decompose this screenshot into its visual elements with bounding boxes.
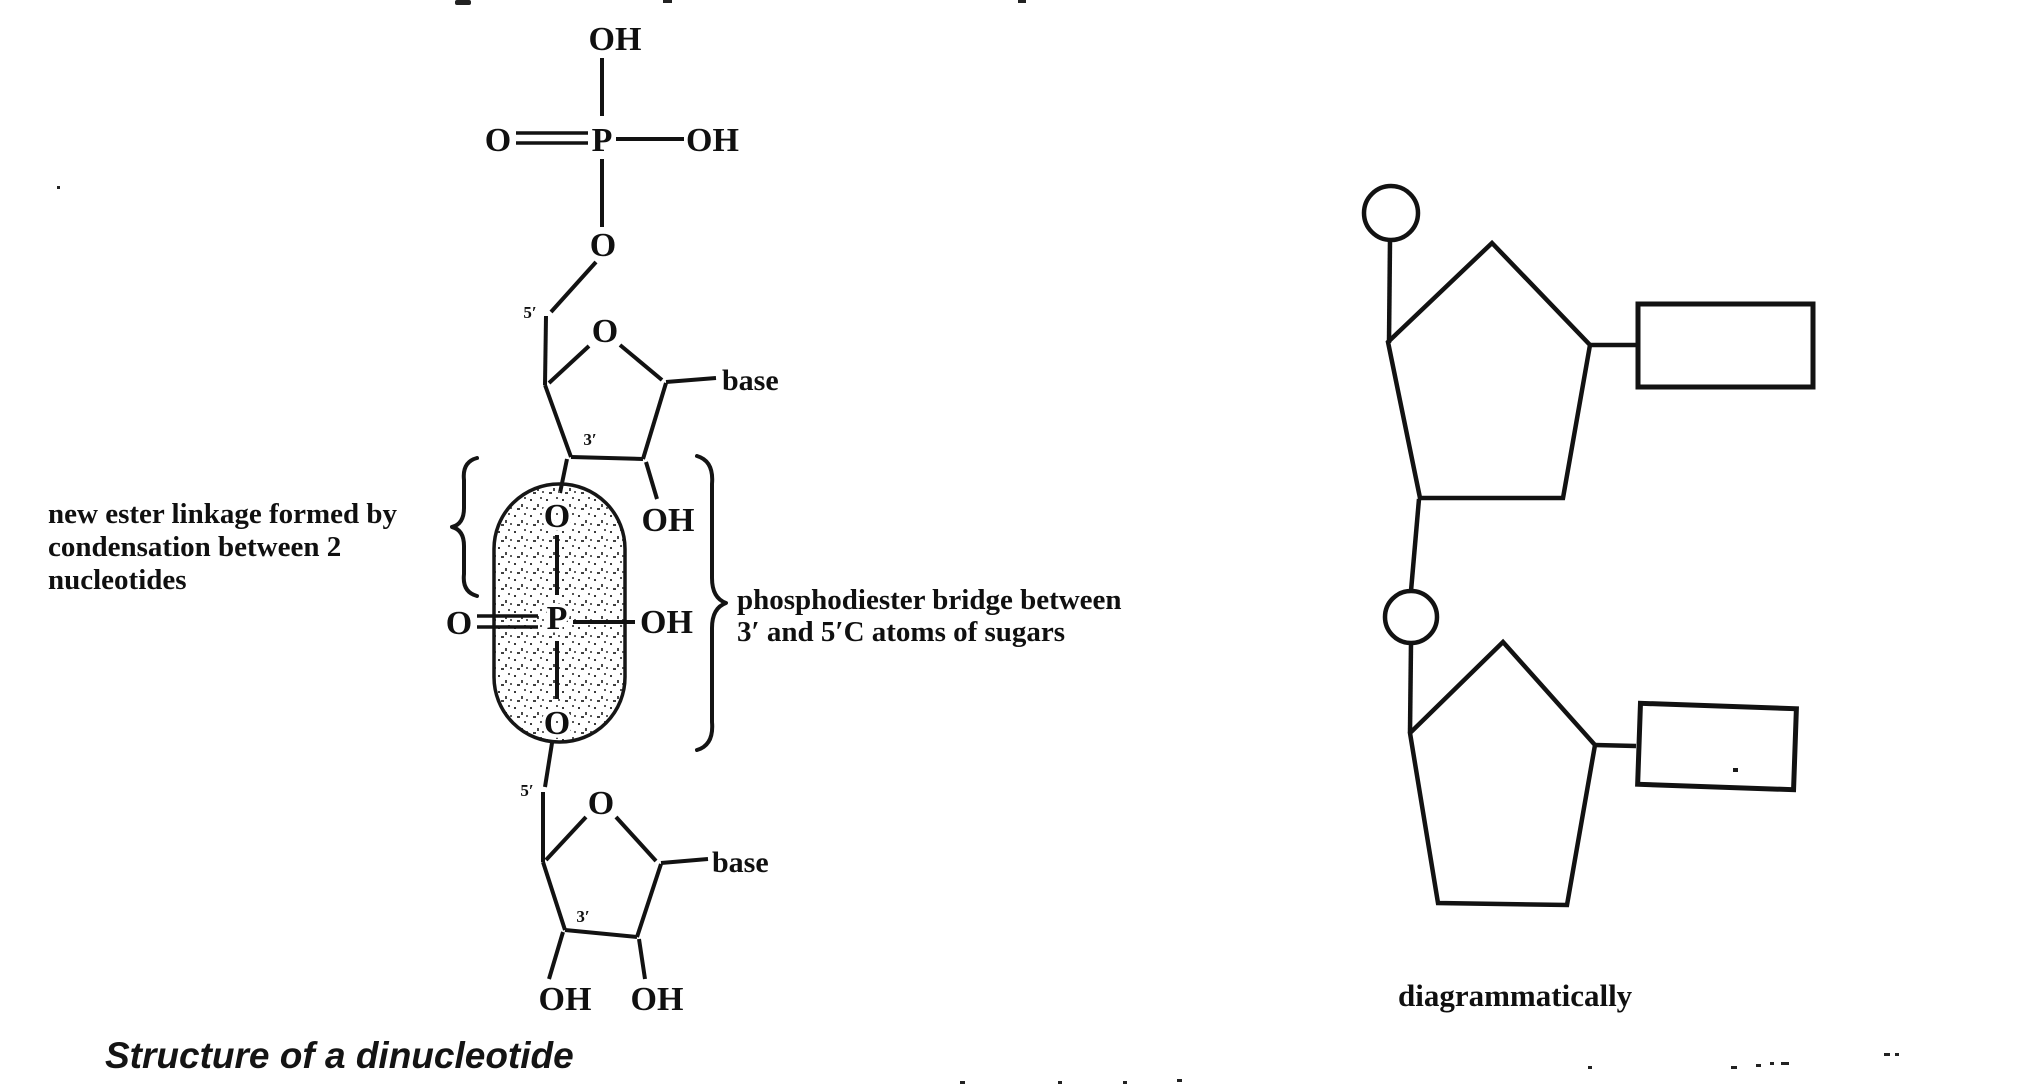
atom-label-o-left: O (485, 122, 511, 159)
atom-label-p: P (592, 122, 613, 159)
atom-label-oh-right: OH (631, 981, 684, 1018)
ink-speck (1884, 1053, 1890, 1056)
ring-bond (614, 815, 658, 863)
annotation-line: new ester linkage formed by (48, 498, 398, 530)
carbon-3-label: 3′ (576, 907, 589, 926)
ring-bond (547, 344, 591, 385)
atom-label-oh: OH (642, 502, 695, 539)
carbon-5-label: 5′ (520, 781, 533, 800)
phosphate-circle (1361, 183, 1421, 243)
phosphodiester-capsule: O O P OH O (442, 482, 696, 746)
ring-bond (544, 815, 588, 862)
connector-line (1407, 642, 1414, 733)
base-label: base (712, 846, 769, 879)
connector-line (1594, 742, 1637, 749)
ring-bond (541, 861, 567, 931)
annotation-line: phosphodiester bridge between (737, 584, 1122, 616)
phosphate-circle (1382, 588, 1440, 646)
ring-bond (635, 863, 663, 938)
ring-oxygen-label: O (592, 313, 618, 350)
atom-label-oh-right: OH (640, 604, 693, 641)
base-bond (665, 376, 717, 384)
ink-speck (1177, 1079, 1182, 1082)
ester-linkage-annotation: new ester linkage formed by condensation… (48, 498, 398, 596)
phosphodiester-annotation: phosphodiester bridge between 3′ and 5′C… (737, 584, 1122, 648)
ink-speck (1781, 1062, 1789, 1065)
sugar-pentagon (1385, 239, 1593, 501)
sugar-pentagon (1407, 638, 1598, 908)
ring-bond (570, 455, 644, 461)
ring-bond (618, 343, 664, 382)
base-bond (660, 857, 709, 865)
ink-speck (1731, 1066, 1737, 1069)
ink-speck (1058, 1081, 1062, 1084)
atom-label-o-left: O (446, 605, 472, 642)
ink-speck (1895, 1053, 1899, 1056)
annotation-line: 3′ and 5′C atoms of sugars (737, 616, 1065, 648)
ink-speck (455, 0, 471, 5)
inter-nucleotide-link (1408, 498, 1422, 592)
atom-label-oh-top: OH (589, 21, 642, 58)
scan-artifacts (57, 0, 1899, 1084)
capsule-outline (492, 482, 627, 744)
diagrammatically-label: diagrammatically (1398, 978, 1633, 1013)
atom-label-p: P (547, 600, 568, 637)
atom-label-oh-right: OH (686, 122, 739, 159)
base-rectangle (1635, 301, 1816, 390)
bond (543, 315, 548, 386)
atom-label-oh-left: OH (539, 981, 592, 1018)
ink-speck (1018, 0, 1026, 3)
atom-label-o-top: O (544, 498, 570, 535)
ink-speck (1588, 1066, 1592, 1069)
bond (549, 260, 598, 314)
ink-speck (1123, 1081, 1127, 1084)
carbon-5-label: 5′ (523, 303, 536, 322)
ring-oxygen-label: O (588, 785, 614, 822)
atom-label-o-bottom: O (544, 705, 570, 742)
schematic-nucleotide-2 (1382, 588, 1799, 908)
ink-speck (1770, 1062, 1774, 1065)
right-curly-brace (695, 454, 728, 752)
carbon-3-label: 3′ (583, 430, 596, 449)
bond (644, 461, 659, 500)
schematic-nucleotide-1 (1361, 183, 1816, 501)
ink-speck (57, 186, 60, 189)
connector-line (1386, 239, 1393, 344)
bond (637, 938, 647, 980)
left-curly-brace (450, 456, 479, 598)
annotation-line: nucleotides (48, 564, 187, 596)
top-sugar-ring: 5′ O base 3′ OH (523, 260, 779, 543)
ring-bond (543, 384, 573, 458)
figure-caption: Structure of a dinucleotide (105, 1035, 574, 1076)
annotation-line: condensation between 2 (48, 531, 341, 563)
ring-bond (564, 928, 638, 939)
ink-speck (1756, 1064, 1761, 1067)
bottom-sugar-ring: 5′ O base 3′ OH OH (520, 742, 769, 1022)
ring-bond (641, 382, 668, 460)
ink-speck (960, 1081, 965, 1084)
base-label: base (722, 364, 779, 397)
bond (543, 742, 554, 788)
bond (547, 931, 565, 980)
atom-label-o-ester: O (590, 227, 616, 264)
base-rectangle (1635, 700, 1799, 793)
top-phosphate-group: OH O P OH O (481, 18, 742, 268)
ink-speck (1733, 768, 1738, 772)
ink-speck (663, 0, 672, 3)
